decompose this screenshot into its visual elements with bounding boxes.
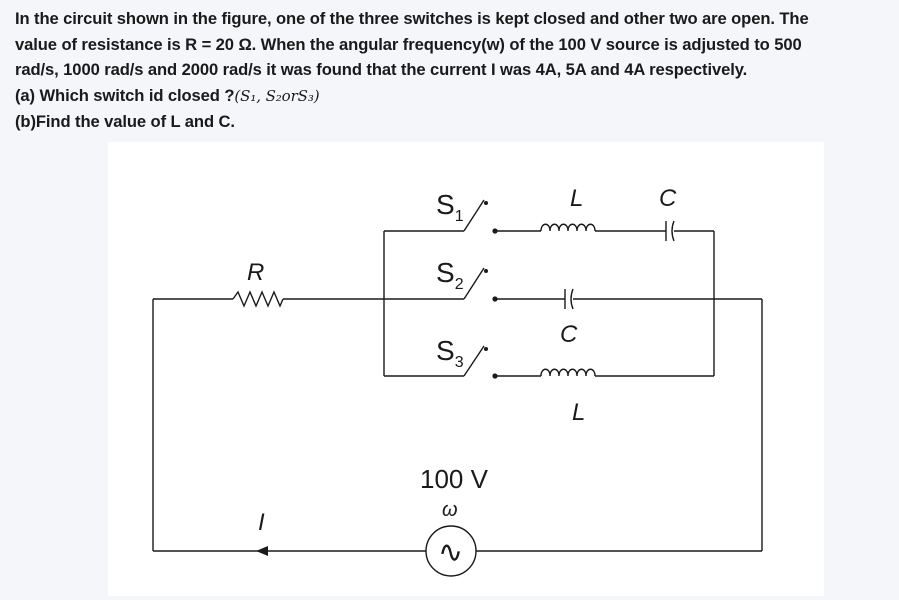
switch-2-label: S2 bbox=[436, 257, 464, 293]
ac-source-circle bbox=[425, 525, 477, 577]
capacitor-1-plate-b bbox=[671, 220, 675, 242]
question-line-3: rad/s, 1000 rad/s and 2000 rad/s it was … bbox=[15, 60, 748, 79]
resistor-label: R bbox=[247, 259, 264, 286]
resistor-zigzag bbox=[232, 290, 284, 308]
question-part-a: (a) Which switch id closed ?(S₁, S₂orS₃) bbox=[15, 83, 890, 110]
switch-1-tip bbox=[484, 201, 488, 205]
circuit-diagram: S1 S2 S3 L C C L R I 100 V ω ∿ bbox=[152, 185, 763, 577]
switch-1-label: S1 bbox=[436, 189, 464, 225]
question-text: In the circuit shown in the figure, one … bbox=[15, 6, 890, 135]
current-label: I bbox=[258, 509, 265, 536]
switch-3-tip bbox=[484, 347, 488, 351]
question-part-b: (b)Find the value of L and C. bbox=[15, 112, 235, 131]
branch-1-inductor-coil bbox=[540, 223, 596, 232]
question-line-2: value of resistance is R = 20 Ω. When th… bbox=[15, 34, 802, 54]
branch-1-inductor-label: L bbox=[570, 185, 583, 212]
branch-1-capacitor-label: C bbox=[659, 185, 677, 212]
branch-3-inductor-label: L bbox=[572, 399, 585, 426]
part-a-text: (a) Which switch id closed ? bbox=[15, 85, 235, 105]
switch-2-blade bbox=[463, 267, 485, 300]
part-a-options: (S₁, S₂orS₃) bbox=[234, 86, 320, 105]
switch-3-blade bbox=[463, 345, 485, 377]
current-arrow-icon bbox=[256, 546, 268, 556]
capacitor-2-plate-b bbox=[570, 288, 574, 310]
question-line-1: In the circuit shown in the figure, one … bbox=[15, 9, 809, 28]
source-frequency-label: ω bbox=[442, 499, 458, 521]
switch-2-contact bbox=[492, 296, 498, 302]
switch-2-tip bbox=[484, 269, 488, 273]
switch-1-blade bbox=[463, 199, 485, 232]
switch-3-label: S3 bbox=[436, 335, 464, 371]
switch-3-contact bbox=[492, 373, 498, 379]
circuit-figure: S1 S2 S3 L C C L R I 100 V ω ∿ bbox=[108, 142, 824, 596]
switch-1-contact bbox=[492, 228, 498, 234]
branch-2-capacitor-label: C bbox=[560, 321, 578, 348]
source-voltage-label: 100 V bbox=[420, 464, 489, 494]
ac-wave-icon: ∿ bbox=[438, 536, 463, 569]
branch-3-inductor-coil bbox=[540, 368, 596, 377]
